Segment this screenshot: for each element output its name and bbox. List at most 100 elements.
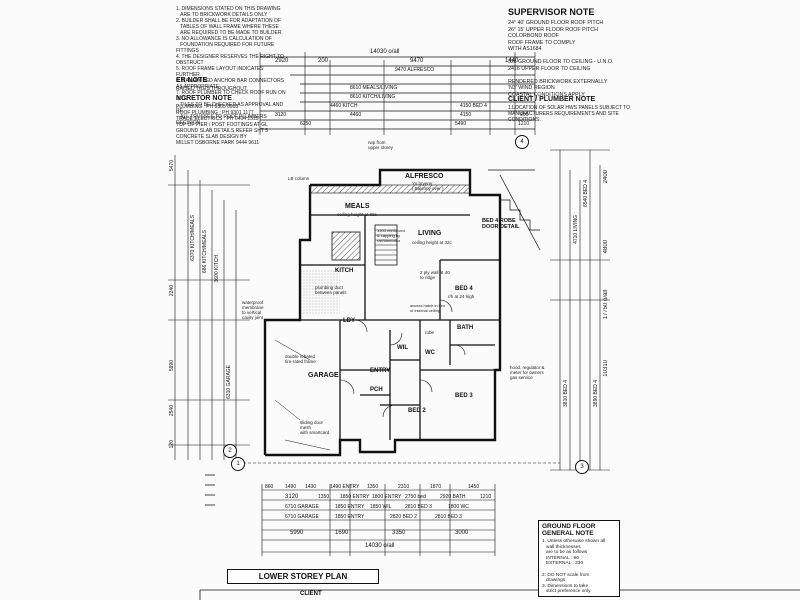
- left-dim-3600: 3600 KITCH: [214, 255, 220, 283]
- bot-dim-1870: 1870: [430, 484, 442, 490]
- grid-marker-4: 4: [515, 135, 529, 149]
- bot-dim-1800-entry: 1800 ENTRY: [372, 494, 402, 500]
- er-note-title: ER NOTE: [176, 77, 208, 84]
- client-note-text: 1.LOCATION OF SOLAR HWS PANELS SUBJECT T…: [508, 105, 631, 123]
- bot-overall-dim: 14030 o/all: [365, 543, 395, 549]
- title-block-edge: [199, 589, 800, 600]
- bot-dim-entry-c: 1850 ENTRY: [335, 514, 365, 520]
- top-dim-5490: 5490: [455, 121, 467, 127]
- top-overall-dim: 14030 o/all: [370, 49, 400, 55]
- top-dim-4150: 4150: [460, 112, 472, 118]
- grid-marker-3: 3: [575, 460, 589, 474]
- right-dim-bed4: 6540 BED 4: [583, 180, 589, 207]
- waterproof-note: waterproof membrane to vertical cavity j…: [242, 300, 264, 320]
- bot-dim-1690: 1690: [335, 530, 349, 536]
- bot-dim-bed3-b: 2810 BED 3: [435, 514, 462, 520]
- left-dim-5990: 5990: [169, 360, 175, 372]
- bot-dim-bath: 2920 BATH: [440, 494, 466, 500]
- bed4-subnote: r/h at 24 high: [448, 294, 475, 299]
- contractor-note-text: PLUMBING : PH 9305 0905 ROOF PLUMBING : …: [176, 104, 269, 146]
- supervisor-note-title: SUPERVISOR NOTE: [508, 7, 595, 17]
- bot-dim-bed2: 2820 BED 2: [390, 514, 417, 520]
- general-notes: 1. DIMENSIONS STATED ON THIS DRAWING ARE…: [176, 6, 286, 126]
- supervisor-note-text: 24° 40' GROUND FLOOR ROOF PITCH 26° 15' …: [508, 20, 614, 98]
- top-dim-1440: 1440: [505, 58, 519, 64]
- bot-dim-garage-b: 6710 GARAGE: [285, 514, 319, 520]
- room-bed3: BED 3: [455, 393, 473, 399]
- top-dim-6250: 6250: [300, 121, 312, 127]
- grid-marker-2: 2: [223, 444, 237, 458]
- living-subnote: ceiling height at 32c: [412, 240, 452, 245]
- bot-dim-bed3: 2810 BED 3: [405, 504, 432, 510]
- er-note-text: RAISED TILES THROUGHOUT.: [176, 86, 248, 92]
- top-dim-kitch-living: 8610 KITCH/LIVING: [350, 94, 396, 100]
- bot-dim-860: 860: [265, 484, 274, 490]
- bot-dim-1210: 1210: [480, 494, 492, 500]
- top-dim-9470: 9470: [410, 58, 424, 64]
- right-dim-2400: 2400: [603, 170, 609, 184]
- bot-dim-1450: 1450: [468, 484, 480, 490]
- bot-dim-3350: 3350: [392, 530, 406, 536]
- bot-dim-2310: 2310: [398, 484, 410, 490]
- pantry-fill: [300, 270, 340, 315]
- plumbing-duct-note: plumbing duct between panels: [315, 285, 347, 295]
- room-bed2: BED 2: [408, 408, 426, 414]
- top-dim-1210: 1210: [518, 121, 530, 127]
- room-entry: ENTRY: [370, 368, 391, 374]
- top-dim-kitch: 4460 KITCH: [330, 103, 358, 109]
- bot-dim-1430: 1430: [305, 484, 317, 490]
- room-wc: WC: [425, 350, 435, 356]
- stair-note: 1500 reinforced & capping by rail/fabric…: [377, 228, 405, 243]
- left-dim-5470: 5470: [169, 160, 175, 172]
- bot-dim-entry-b: 1850 ENTRY: [335, 504, 365, 510]
- garage-leader-lines: [274, 339, 331, 451]
- bot-dim-garage-a: 6710 GARAGE: [285, 504, 319, 510]
- room-kitch: KITCH: [335, 268, 354, 274]
- alfresco-subnote: Ys bryerer ( Balcony over ): [412, 181, 444, 191]
- right-dim-10310: 10310: [603, 360, 609, 377]
- top-dim-alfresco: 9470 ALFRESCO: [395, 67, 435, 73]
- robe-door-detail-label: BED 4 ROBE DOOR DETAIL: [482, 218, 520, 230]
- room-alfresco: ALFRESCO: [405, 173, 444, 180]
- kitchen-bench-hatch: [331, 231, 361, 261]
- top-dim-4460: 4460: [350, 112, 362, 118]
- bot-dim-wil: 1850 WIL: [370, 504, 392, 510]
- room-pch: PCH: [370, 387, 383, 393]
- contractor-note-title: NCRETOR NOTE: [176, 95, 232, 102]
- bot-dim-3000: 3000: [455, 530, 469, 536]
- room-living: LIVING: [418, 230, 442, 237]
- right-dim-bed4-c: 3890 BED 4: [593, 380, 599, 407]
- cell-note: access hatch in lieu of internal ceiling: [410, 303, 445, 313]
- right-dim-4800: 4800: [603, 240, 609, 254]
- wall-note: 2 ply wall at 40 to ridge: [420, 270, 450, 280]
- room-bath: BATH: [457, 325, 474, 331]
- ground-floor-note-text: 1. Unless otherwise shown all wall thick…: [542, 539, 606, 595]
- top-dim-3120: 3120: [275, 112, 287, 118]
- left-dim-2240: 2240: [169, 285, 175, 297]
- ground-floor-note-box: GROUND FLOOR GENERAL NOTE 1. Unless othe…: [538, 520, 620, 597]
- sliding-door-note: sliding door mesh with smartcard: [300, 420, 330, 435]
- bot-dim-5990: 5990: [290, 530, 304, 536]
- bottom-dimension-lines: [261, 484, 496, 556]
- stair-treads: [375, 229, 397, 261]
- meals-subnote: ceiling height at 32c: [337, 212, 377, 217]
- left-dim-garage: 6310 GARAGE: [226, 365, 232, 399]
- client-corner-label: CLIENT: [300, 591, 322, 597]
- door-swings: [339, 299, 466, 418]
- top-dim-meals-living: 8610 MEALS/LIVING: [350, 85, 398, 91]
- plan-title: LOWER STOREY PLAN: [227, 569, 379, 584]
- top-dim-900: 900: [520, 112, 529, 118]
- room-ldy: LDY: [343, 318, 355, 324]
- bot-dim-1490: 1490: [285, 484, 297, 490]
- lb-column-note: LB column: [288, 176, 310, 181]
- grid-marker-1: 1: [231, 457, 245, 471]
- right-dim-overall: 17750 o/all: [603, 290, 609, 320]
- ground-floor-note-title: GROUND FLOOR GENERAL NOTE: [542, 523, 596, 537]
- robe-door-detail: [488, 169, 541, 251]
- room-wil: WIL: [397, 345, 408, 351]
- robe-note: robe: [425, 330, 435, 335]
- bot-dim-3120: 3120: [285, 494, 299, 500]
- room-bed4: BED 4: [455, 286, 473, 292]
